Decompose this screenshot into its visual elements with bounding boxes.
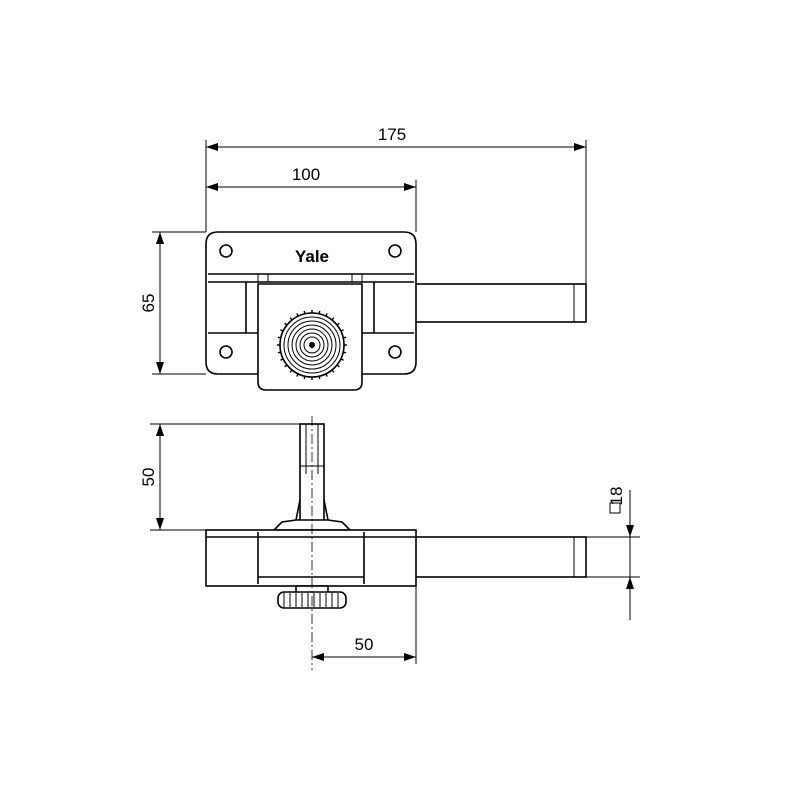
knob-tooth — [331, 369, 335, 373]
knob-tooth — [336, 364, 340, 368]
knob-tooth — [296, 373, 299, 377]
side-view: 50 50 18 — [139, 416, 640, 670]
top-view: Yale 175 100 65 — [139, 125, 587, 391]
knob-tooth — [277, 336, 281, 339]
knob-tooth — [280, 329, 284, 332]
knob-tooth — [296, 313, 299, 317]
screw-hole-icon — [388, 345, 402, 359]
knob-top — [277, 310, 347, 380]
knob-tooth — [336, 322, 340, 326]
knob-tooth — [303, 310, 306, 314]
knob-tooth — [318, 310, 321, 314]
knob-tooth — [343, 336, 347, 339]
knob-tooth — [303, 376, 306, 380]
screw-hole-icon — [219, 345, 233, 359]
square-section-icon — [609, 502, 621, 514]
knob-tooth — [318, 376, 321, 380]
knob-tooth — [340, 329, 344, 332]
knob-tooth — [289, 317, 293, 321]
bolt-side — [413, 536, 587, 578]
dimension-label-total-length: 175 — [378, 125, 406, 144]
knob-tooth — [277, 351, 281, 354]
knob-tooth — [343, 351, 347, 354]
knob-tooth — [325, 313, 328, 317]
knob-tooth — [289, 369, 293, 373]
screw-hole-icon — [388, 244, 402, 258]
dimension-label-body-length: 100 — [292, 165, 320, 184]
knob-tooth — [340, 358, 344, 361]
screw-hole-icon — [219, 244, 233, 258]
knob-tooth — [284, 364, 288, 368]
knob-tooth — [280, 358, 284, 361]
dimension-label-bolt-square: 18 — [607, 487, 626, 506]
dimension-label-knob-offset: 50 — [355, 635, 374, 654]
brand-logo: Yale — [295, 247, 329, 266]
dimension-label-knob-projection: 50 — [139, 468, 158, 487]
knob-tooth — [284, 322, 288, 326]
knob-tooth — [331, 317, 335, 321]
bolt-top — [409, 283, 587, 323]
knob-tooth — [325, 373, 328, 377]
dimension-label-body-height: 65 — [139, 294, 158, 313]
